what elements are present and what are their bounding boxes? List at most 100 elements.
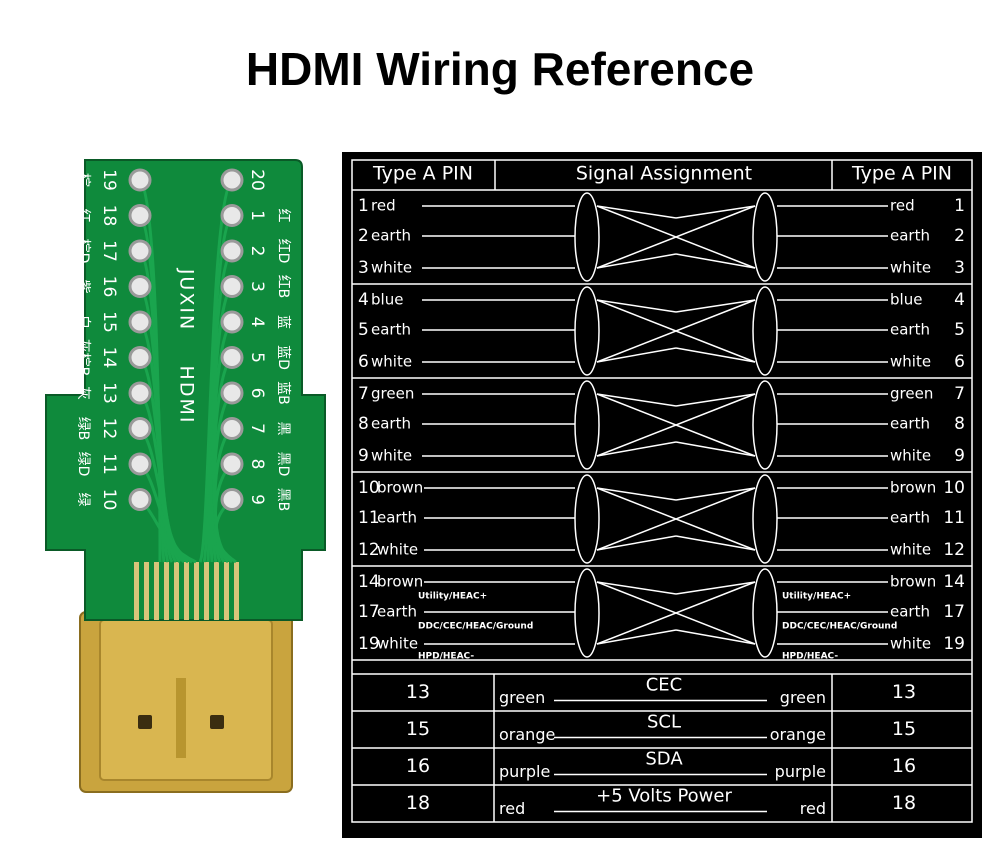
- pin-number-left: 12: [358, 540, 380, 560]
- solder-hole: [220, 346, 244, 369]
- cable-shield-left: [574, 286, 600, 376]
- twisted-pair-line: [596, 487, 756, 551]
- pin-number-right: 20: [247, 169, 267, 191]
- pin-label-left: brown: [377, 573, 423, 591]
- solder-hole: [220, 381, 244, 405]
- pin-label-left: earth: [371, 227, 411, 245]
- solder-hole: [220, 168, 244, 192]
- wire-color-left: 灰棕B: [75, 339, 91, 377]
- signal-note-right: Utility/HEAC+: [782, 592, 851, 602]
- header-signal-assignment: Signal Assignment: [576, 163, 752, 185]
- wire-color-right: 蓝: [275, 315, 291, 329]
- twisted-pair-line: [675, 205, 756, 219]
- header-type-a-pin-right: Type A PIN: [851, 163, 952, 185]
- cable-shield-left: [574, 568, 600, 658]
- pin-number-right: 4: [247, 317, 267, 328]
- twisted-pair-line: [675, 535, 756, 551]
- pin-number-right: 8: [247, 459, 267, 470]
- pin-number-left: 11: [99, 453, 119, 475]
- wire-color-right: 黑D: [275, 452, 291, 477]
- solder-hole: [220, 310, 244, 334]
- cable-shield-right: [752, 192, 778, 282]
- pin-number-left: 19: [99, 169, 119, 191]
- pin-label-right: red: [890, 197, 915, 215]
- bottom-pin-right: 13: [892, 681, 916, 703]
- connector-hole-left: [138, 715, 152, 729]
- bottom-pin-right: 18: [892, 792, 916, 814]
- pin-number-left: 18: [99, 205, 119, 227]
- pin-number-right: 12: [943, 540, 965, 560]
- pin-number-left: 9: [358, 446, 369, 466]
- edge-pad: [144, 562, 149, 620]
- pin-number-left: 19: [358, 634, 380, 654]
- bottom-color-left: purple: [499, 762, 550, 781]
- pin-number-left: 11: [358, 508, 380, 528]
- bottom-pin-right: 16: [892, 755, 916, 777]
- pin-label-right: earth: [890, 603, 930, 621]
- wire-color-left: 白: [75, 315, 91, 329]
- pin-label-left: brown: [377, 479, 423, 497]
- pcb: [45, 159, 326, 621]
- pin-number-left: 3: [358, 258, 369, 278]
- twisted-pair-line: [675, 441, 756, 457]
- pin-number-left: 10: [99, 489, 119, 511]
- pin-label-left: white: [371, 259, 412, 277]
- pin-number-right: 17: [943, 602, 965, 622]
- solder-hole: [128, 417, 152, 440]
- pin-number-left: 1: [358, 196, 369, 216]
- wire-color-right: 黑: [275, 422, 291, 436]
- pin-number-right: 2: [954, 226, 965, 246]
- wire-color-left: 紫: [75, 280, 91, 294]
- edge-pad: [174, 562, 179, 620]
- page-title: HDMI Wiring Reference: [245, 43, 755, 95]
- twisted-pair-line: [675, 581, 756, 595]
- cable-shield-left: [574, 474, 600, 564]
- pin-label-left: earth: [371, 321, 411, 339]
- wire-color-right: 红: [275, 209, 291, 223]
- pin-number-left: 16: [99, 276, 119, 298]
- pin-label-right: white: [890, 541, 931, 559]
- solder-hole: [128, 239, 152, 263]
- edge-pad: [204, 562, 209, 620]
- twisted-pair-line: [675, 487, 756, 501]
- signal-note-left: HPD/HEAC-: [418, 652, 474, 662]
- pin-number-right: 8: [954, 414, 965, 434]
- edge-pad: [164, 562, 169, 620]
- pin-label-left: white: [371, 447, 412, 465]
- solder-hole: [220, 204, 244, 227]
- edge-pad: [134, 562, 139, 620]
- connector-ridge: [176, 678, 186, 758]
- bottom-signal: SDA: [645, 749, 683, 770]
- pin-label-left: white: [377, 635, 418, 653]
- pin-number-right: 6: [247, 388, 267, 399]
- cable-shield-right: [752, 380, 778, 470]
- pin-label-left: earth: [377, 603, 417, 621]
- table-border: [351, 159, 973, 823]
- twisted-pair-line: [596, 393, 677, 407]
- edge-pad: [214, 562, 219, 620]
- pin-label-left: blue: [371, 291, 403, 309]
- solder-hole: [220, 452, 244, 476]
- pin-number-right: 5: [954, 320, 965, 340]
- pin-label-right: blue: [890, 291, 922, 309]
- wire-color-left: 绿B: [75, 417, 91, 441]
- cable-shield-right: [752, 568, 778, 658]
- twisted-pair-line: [596, 487, 677, 501]
- bottom-signal: CEC: [646, 675, 683, 696]
- twisted-pair-line: [596, 581, 677, 595]
- pin-number-left: 2: [358, 226, 369, 246]
- edge-pad: [224, 562, 229, 620]
- pin-label-left: earth: [377, 509, 417, 527]
- wire-color-left: 绿: [75, 493, 91, 507]
- pin-label-right: earth: [890, 321, 930, 339]
- twisted-pair-line: [596, 347, 677, 363]
- pin-number-left: 7: [358, 384, 369, 404]
- wire-color-left: 棕D: [75, 239, 91, 264]
- signal-note-left: DDC/CEC/HEAC/Ground: [418, 622, 533, 632]
- header-type-a-pin-left: Type A PIN: [372, 163, 473, 185]
- bottom-color-right: green: [780, 688, 826, 707]
- board-model: HDMI: [176, 366, 198, 425]
- edge-pad: [154, 562, 159, 620]
- bottom-pin-right: 15: [892, 718, 916, 740]
- bottom-pin-left: 13: [406, 681, 430, 703]
